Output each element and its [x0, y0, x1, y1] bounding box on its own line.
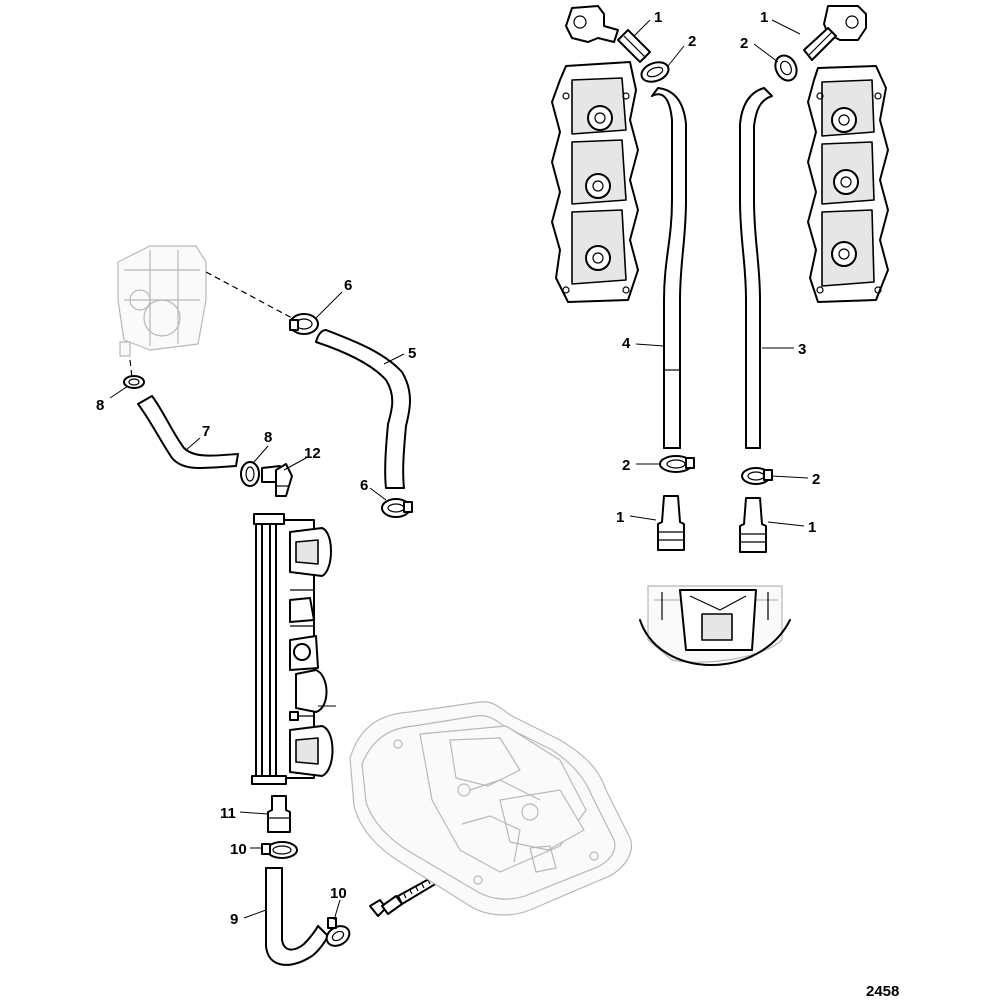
hose-clamp-part-10-bottom: [325, 917, 351, 947]
fuel-rail-assembly: [251, 513, 336, 785]
water-hose-part-3: [739, 87, 773, 449]
callout-1-bottom-left: 1: [616, 509, 624, 526]
callout-7: 7: [202, 423, 210, 440]
water-hose-part-5: [315, 329, 411, 489]
callout-6-bottom: 6: [360, 477, 368, 494]
callout-5: 5: [408, 345, 416, 362]
callout-8-left: 8: [96, 397, 104, 414]
fitting-part-11: [267, 795, 291, 833]
barb-fitting-part-1-top-right: [803, 27, 837, 61]
callout-10-left: 10: [230, 841, 247, 858]
callout-leaders: [109, 19, 809, 921]
cylinder-head-right: [807, 65, 889, 303]
elbow-fitting-top-left: [565, 5, 619, 43]
callout-4: 4: [622, 335, 631, 352]
barb-fitting-part-1-bottom-right: [739, 497, 767, 553]
alignment-dashed-line-short: [129, 359, 133, 379]
elbow-fitting-part-12: [261, 463, 293, 497]
callout-2-bottom-right: 2: [812, 471, 820, 488]
hose-clamp-part-8-right: [240, 461, 260, 487]
fuel-hose-part-7: [137, 395, 239, 470]
callout-8-right: 8: [264, 429, 272, 446]
hose-clamp-part-2-bottom-right: [741, 467, 773, 485]
callout-11: 11: [220, 805, 236, 822]
callout-labels: 1 2 1 2 4 3 2 2 1 1 6 5 6 8 7 8 12 11 10…: [96, 9, 820, 928]
hose-clamp-part-8-left: [123, 375, 145, 389]
barb-fitting-part-1-bottom-left: [657, 495, 685, 551]
callout-2-bottom-left: 2: [622, 457, 630, 474]
water-hose-part-9: [265, 867, 329, 966]
callout-3: 3: [798, 341, 806, 358]
water-hose-part-4: [651, 87, 687, 449]
hose-clamp-part-6-top: [289, 313, 319, 335]
hose-clamp-part-2-bottom-left: [659, 455, 695, 473]
adapter-plate-assembly: [639, 585, 791, 666]
alignment-dashed-line: [205, 271, 293, 319]
callout-12: 12: [304, 445, 321, 462]
barb-fitting-part-1-top-left: [617, 29, 651, 63]
callout-10-bottom: 10: [330, 885, 347, 902]
callout-9: 9: [230, 911, 238, 928]
figure-number: 2458: [866, 983, 899, 1000]
carburetor-assembly: [117, 245, 207, 357]
callout-1-bottom-right: 1: [808, 519, 816, 536]
callout-6-top: 6: [344, 277, 352, 294]
elbow-fitting-top-right: [823, 5, 867, 41]
callout-1-top-right: 1: [760, 9, 768, 26]
hose-clamp-part-6-bottom: [381, 498, 413, 518]
callout-1-top-left: 1: [654, 9, 662, 26]
callout-2-top-left: 2: [688, 33, 696, 50]
hose-clamp-part-2-top-left: [640, 61, 670, 83]
cylinder-head-left: [551, 61, 639, 303]
hose-clamp-part-2-top-right: [774, 54, 798, 82]
hose-clamp-part-10-left: [261, 841, 298, 859]
drive-shaft-housing-adapter: [349, 701, 633, 916]
callout-2-top-right: 2: [740, 35, 748, 52]
